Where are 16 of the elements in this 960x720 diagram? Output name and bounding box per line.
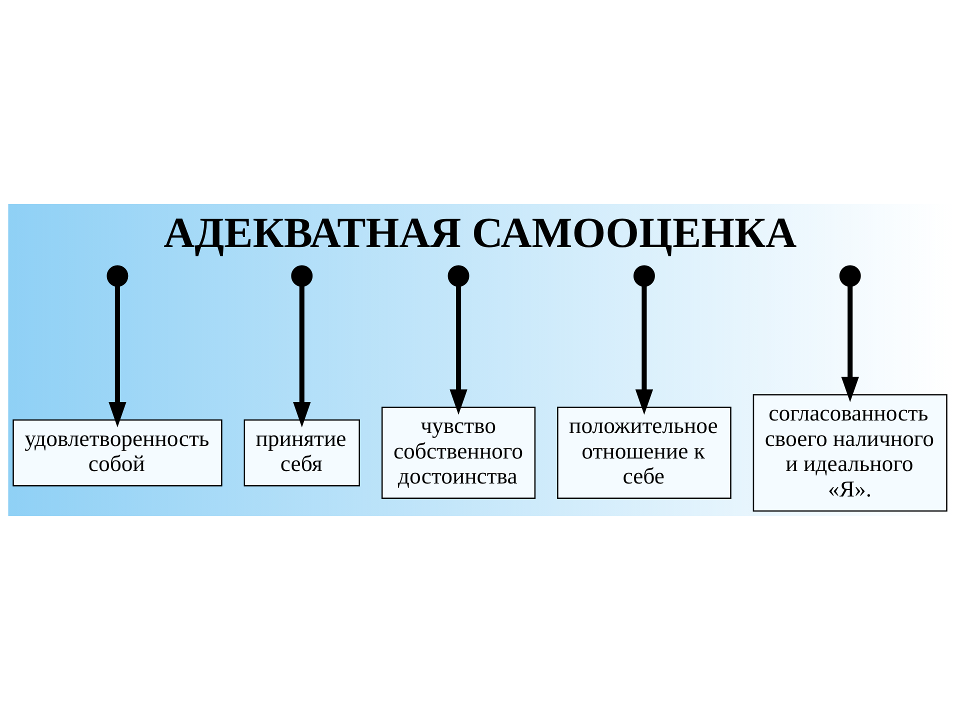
- arrow: [108, 286, 126, 428]
- node-box: принятие себя: [244, 419, 360, 486]
- node-box: положительное отношение к себе: [557, 406, 732, 499]
- node-circle: [106, 265, 128, 287]
- node-circle: [448, 265, 470, 287]
- arrow: [293, 286, 311, 428]
- arrow: [635, 286, 654, 415]
- node-box: чувство собственного достоинства: [381, 406, 536, 499]
- arrow: [450, 286, 468, 415]
- diagram-title: АДЕКВАТНАЯ САМООЦЕНКА: [164, 210, 797, 258]
- arrow: [841, 286, 859, 402]
- node-circle: [839, 265, 861, 287]
- node-circle: [633, 265, 655, 287]
- node-box: согласованность своего наличного и идеального «Я».: [752, 394, 948, 512]
- node-circle: [291, 265, 313, 287]
- node-box: удовлетворенность собой: [12, 419, 222, 486]
